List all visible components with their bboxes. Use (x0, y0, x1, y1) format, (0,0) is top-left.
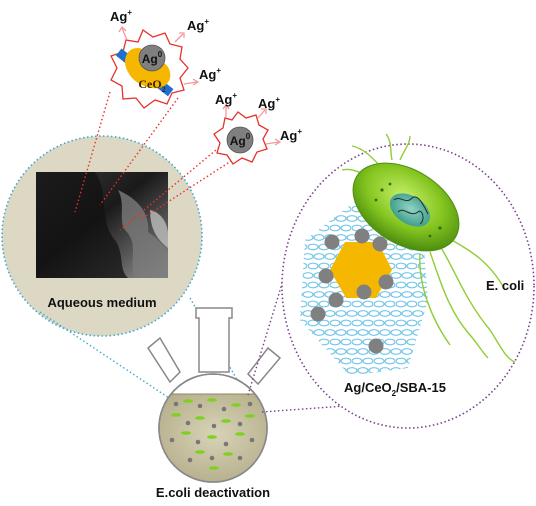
ag-ion-6: Ag (280, 128, 297, 143)
ag-sphere (368, 338, 384, 354)
ag0-sphere-small (226, 126, 254, 154)
center-neck (195, 307, 233, 373)
red-connector-lines (74, 91, 246, 231)
ceo2-core (310, 228, 394, 354)
svg-text:Ag+: Ag+ (110, 8, 132, 24)
ag-ion-labels: Ag+ Ag+ Ag+ Ag+ Ag+ Ag+ (110, 8, 302, 143)
aqueous-medium-label: Aqueous medium (47, 295, 156, 310)
ecoli-label: E. coli (486, 278, 524, 293)
tem-micrograph (36, 172, 168, 278)
ag-sphere (372, 236, 388, 252)
right-neck (247, 346, 282, 386)
ag-sphere (354, 228, 370, 244)
ag-sphere (356, 284, 372, 300)
ag-sphere (378, 274, 394, 290)
bacterium-nucleoid (389, 193, 431, 227)
svg-text:Ag+: Ag+ (187, 17, 209, 33)
ag-ion-5: Ag (258, 96, 275, 111)
ag-sphere (324, 234, 340, 250)
ceo2-hexagon (330, 242, 392, 298)
svg-text:Ag+: Ag+ (280, 127, 302, 143)
ceo2-label: CeO (138, 77, 161, 91)
ag-sphere (318, 268, 334, 284)
three-neck-flask (147, 307, 282, 483)
large-ag0-sup: 0 (158, 50, 163, 59)
aqueous-medium-circle: Aqueous medium (1, 135, 203, 337)
large-ag0-label: Ag (142, 52, 158, 66)
catalyst-label: Ag/CeO2/SBA-15 (344, 380, 446, 398)
small-ag0-sup: 0 (246, 132, 251, 141)
flask-suspension (169, 398, 255, 470)
ag-ion-3: Ag (199, 67, 216, 82)
flask-liquid (159, 394, 267, 482)
large-particle: Ag0 CeO2 (110, 29, 189, 109)
svg-text:Ag0: Ag0 (142, 50, 163, 66)
left-neck (147, 336, 181, 384)
svg-text:Ag0: Ag0 (230, 132, 251, 148)
ag-ion-2: Ag (187, 18, 204, 33)
ceo2-sub: 2 (162, 85, 166, 94)
ag-ion-1: Ag (110, 9, 127, 24)
svg-text:Ag+: Ag+ (215, 91, 237, 107)
small-ag0-label: Ag (230, 134, 246, 148)
ion-release-arrows (118, 25, 282, 146)
ag-sphere (310, 306, 326, 322)
ag0-sphere-large (138, 44, 166, 72)
svg-text:Ag+: Ag+ (258, 95, 280, 111)
svg-text:Ag+: Ag+ (199, 66, 221, 82)
ag-sphere (328, 292, 344, 308)
ecoli-deactivation-label: E.coli deactivation (156, 485, 270, 500)
small-particle: Ag0 (213, 111, 269, 165)
ag-ion-4: Ag (215, 92, 232, 107)
svg-text:CeO2: CeO2 (138, 77, 165, 94)
ecoli-bacterium (341, 133, 516, 363)
